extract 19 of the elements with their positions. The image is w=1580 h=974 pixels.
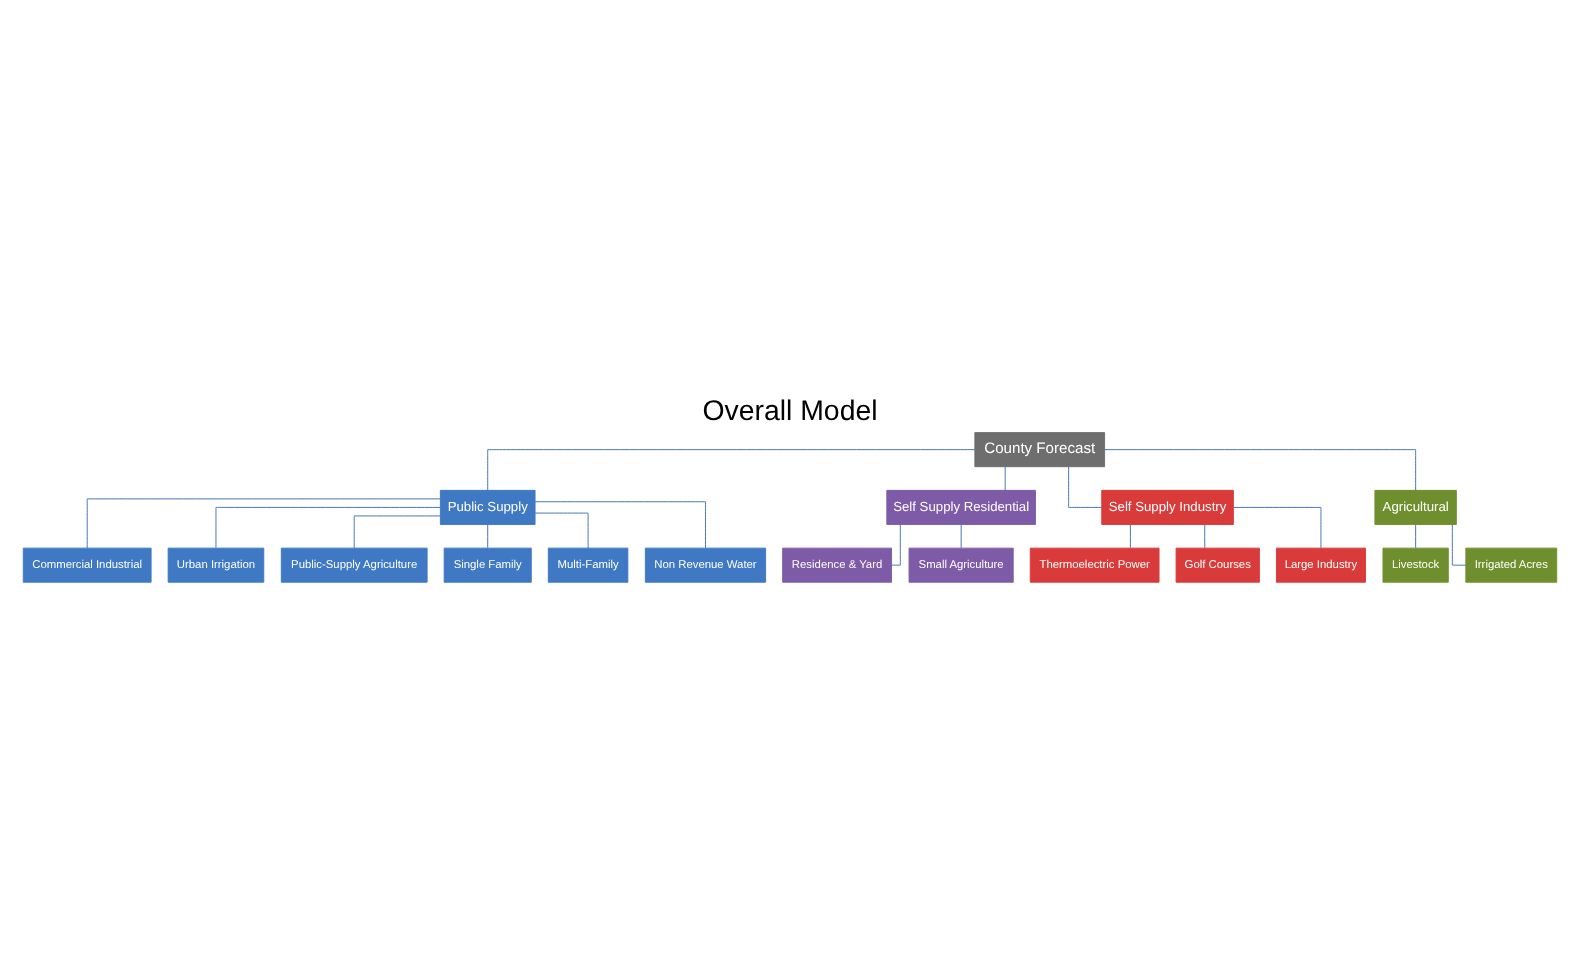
connector [487, 448, 976, 490]
connector [1004, 465, 1006, 490]
connector [1451, 523, 1467, 565]
connector [1104, 448, 1417, 490]
connector [487, 523, 489, 548]
connector [891, 523, 901, 565]
connector [86, 497, 441, 548]
connector [215, 505, 441, 548]
diagram-title: Overall Model [702, 395, 878, 428]
connector [353, 514, 441, 548]
node-box: County Forecast [974, 431, 1106, 467]
connector [1415, 523, 1417, 548]
connector [1233, 505, 1322, 548]
connector [1129, 523, 1131, 548]
connector [534, 500, 706, 548]
connector [1068, 465, 1103, 507]
connector [1204, 523, 1206, 548]
connector [534, 511, 589, 548]
connector [960, 523, 962, 548]
